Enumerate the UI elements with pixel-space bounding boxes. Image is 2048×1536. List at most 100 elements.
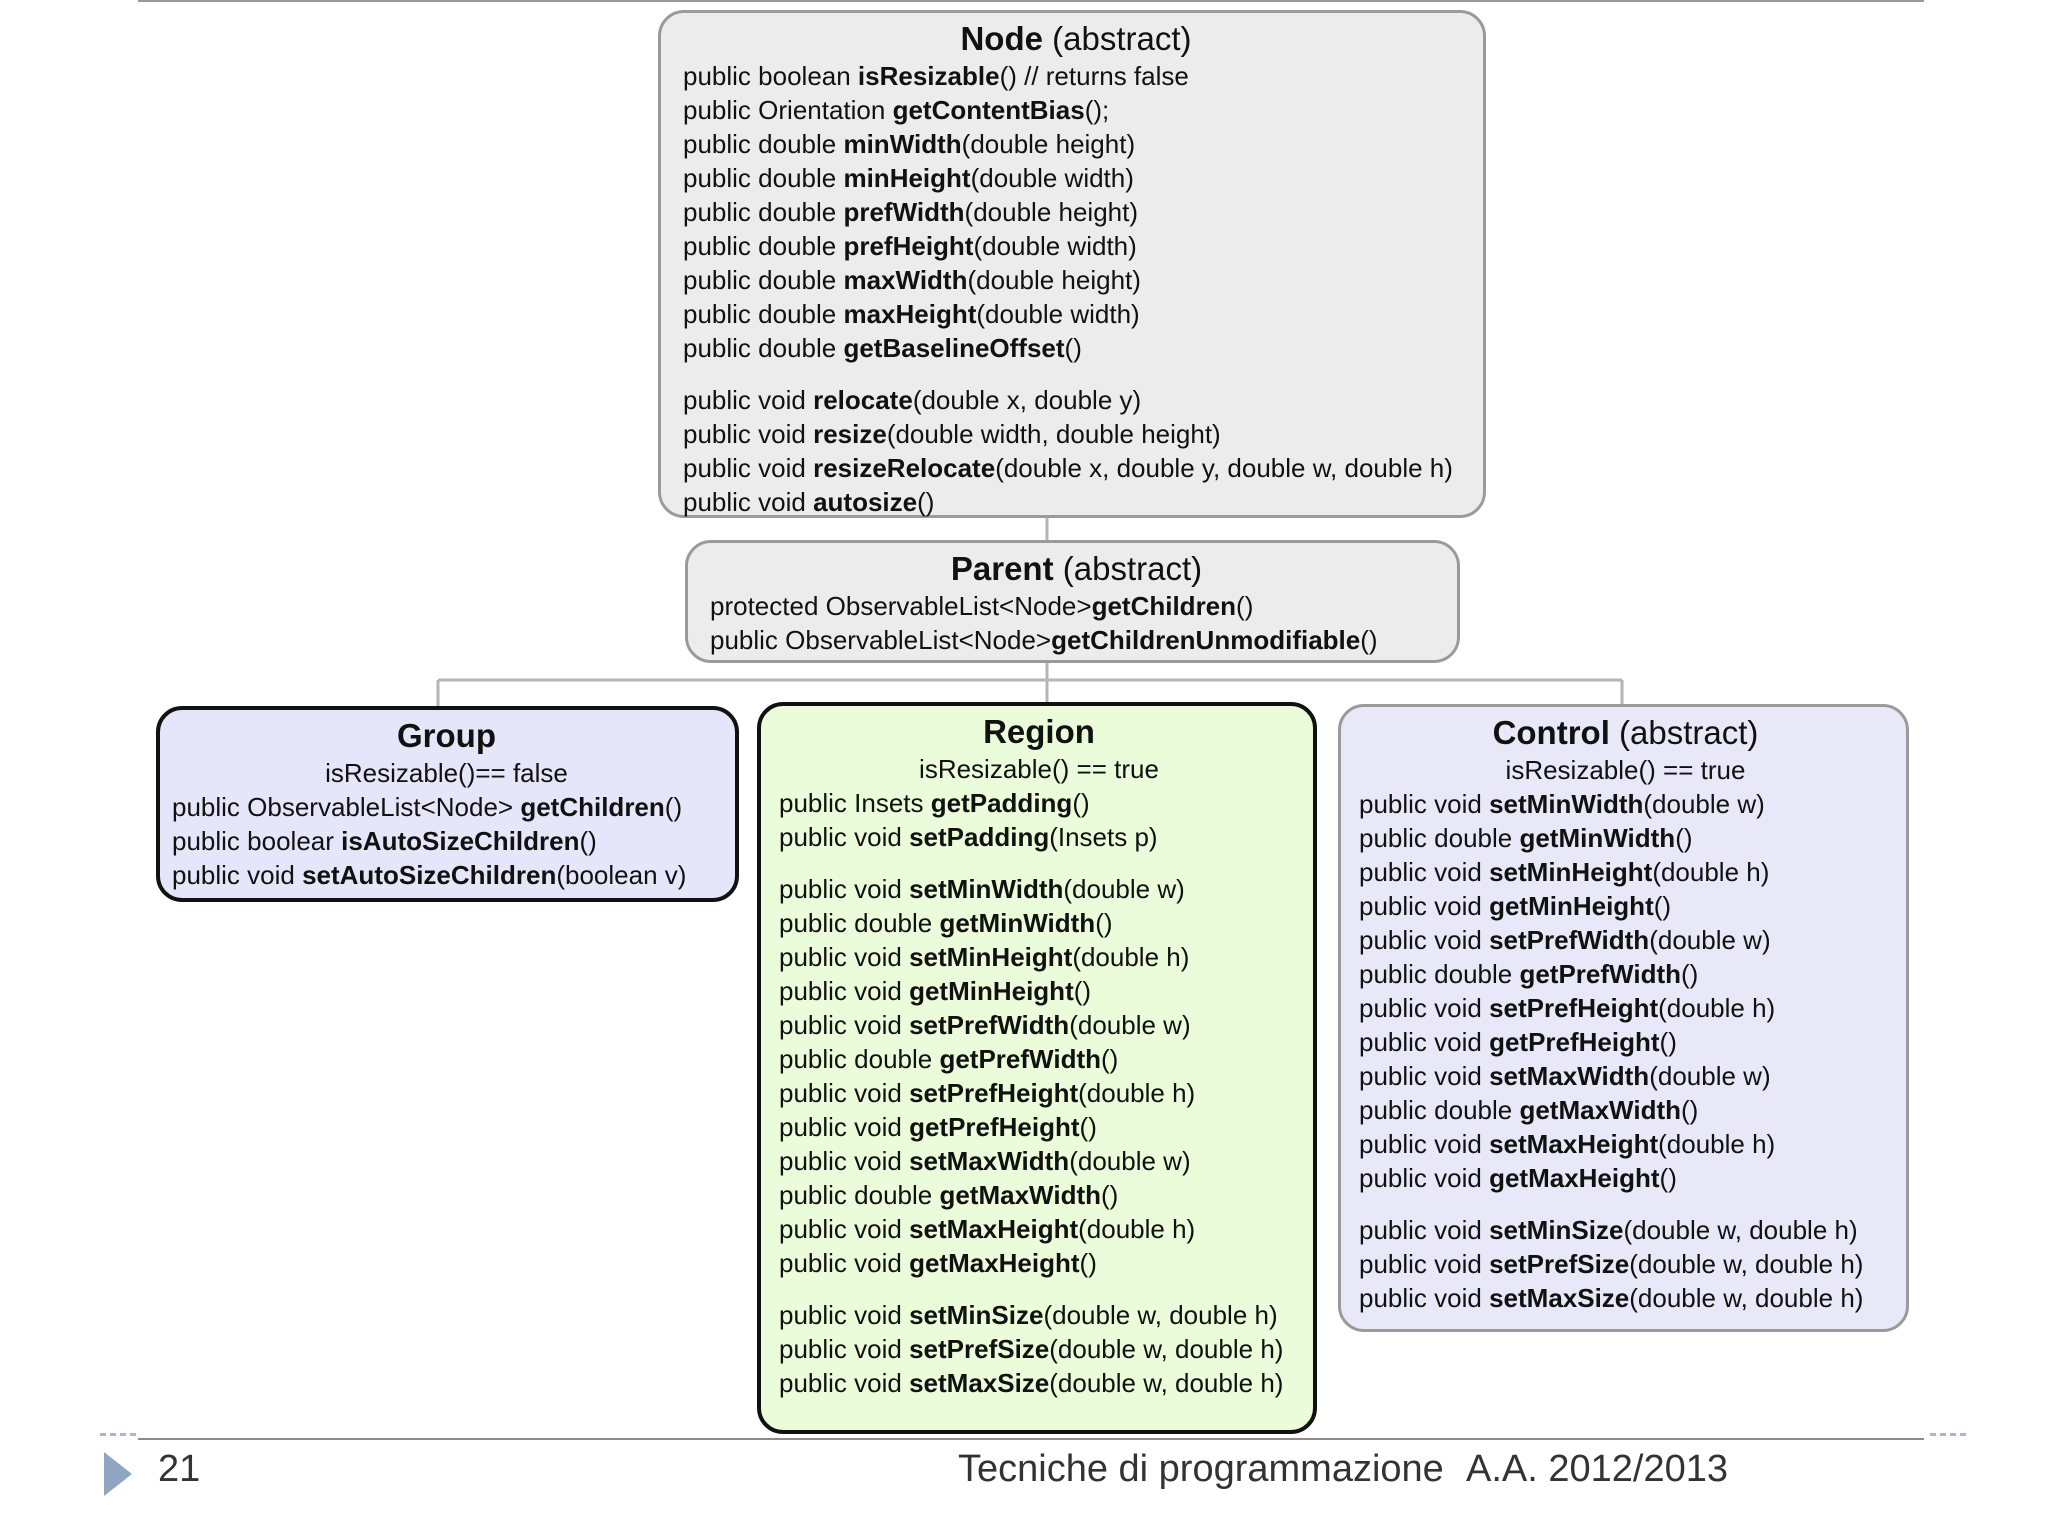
group-gap [1359,1195,1892,1213]
method-name: maxWidth [843,265,968,295]
class-modifier: (abstract) [1052,20,1192,57]
method-name: getMinWidth [1519,823,1676,853]
footer-dash-right [1930,1433,1966,1436]
method-name: getPrefWidth [1519,959,1682,989]
class-box-parent: Parent (abstract)protected ObservableLis… [685,540,1460,663]
method-params: () // returns false [999,61,1189,91]
method-signature: public double minHeight(double width) [683,161,1469,195]
method-params: (boolean v) [556,860,687,890]
method-signature: public void setAutoSizeChildren(boolean … [172,858,721,892]
method-modifiers: public void [172,860,303,890]
method-signature: public void setPadding(Insets p) [779,820,1299,854]
method-signature: public void setPrefSize(double w, double… [779,1332,1299,1366]
method-name: setMaxHeight [1489,1129,1659,1159]
method-name: getMinHeight [909,976,1074,1006]
method-modifiers: public void [1359,1163,1490,1193]
class-name: Parent [950,550,1054,587]
method-params: () [664,792,683,822]
method-name: autosize [813,487,918,517]
method-params: (double width) [976,299,1140,329]
method-signature: public void setMinWidth(double w) [1359,787,1892,821]
method-params: (double h) [1658,993,1776,1023]
method-params: (double h) [1078,1214,1196,1244]
method-params: (double width) [973,231,1137,261]
method-modifiers: public void [779,1368,910,1398]
method-name: setMinWidth [1489,789,1644,819]
method-signature: public void setPrefSize(double w, double… [1359,1247,1892,1281]
method-params: () [1064,333,1082,363]
method-modifiers: public ObservableList<Node> [710,625,1052,655]
method-modifiers: public double [683,129,844,159]
method-params: (double w, double h) [1629,1283,1864,1313]
method-name: getMaxHeight [1489,1163,1660,1193]
method-params: () [1073,976,1092,1006]
method-signature: public void setMaxSize(double w, double … [779,1366,1299,1400]
method-params: (double w) [1063,874,1185,904]
method-signature: public Orientation getContentBias(); [683,93,1469,127]
method-modifiers: public void [1359,1283,1490,1313]
method-name: resizeRelocate [813,453,996,483]
method-modifiers: public void [779,1300,910,1330]
method-signature: public double minWidth(double height) [683,127,1469,161]
class-title: Group [172,716,721,756]
method-modifiers: public ObservableList<Node> [172,792,521,822]
method-params: () [1236,591,1254,621]
method-params: () [1681,1095,1699,1125]
method-params: (double h) [1072,942,1190,972]
footer-rule [138,1438,1924,1440]
method-params: () [917,487,935,517]
method-params: (double w) [1649,925,1771,955]
method-modifiers: public double [683,163,844,193]
method-name: getMinWidth [939,908,1096,938]
method-params: () [1659,1163,1677,1193]
method-signature: public void getPrefHeight() [1359,1025,1892,1059]
method-signature: public double maxWidth(double height) [683,263,1469,297]
method-modifiers: public Insets [779,788,931,818]
class-name: Node [960,20,1043,57]
method-signature: public double getPrefWidth() [1359,957,1892,991]
method-name: setMaxWidth [909,1146,1070,1176]
footer-dash-left [100,1433,136,1436]
method-name: getMaxWidth [1519,1095,1682,1125]
method-name: getPrefWidth [939,1044,1102,1074]
method-signature: public void setMinWidth(double w) [779,872,1299,906]
class-modifier: (abstract) [1062,550,1203,587]
method-signature: public void getPrefHeight() [779,1110,1299,1144]
method-params: () [1675,823,1693,853]
method-name: getPadding [930,788,1073,818]
method-name: resize [813,419,887,449]
method-signature: public void getMaxHeight() [1359,1161,1892,1195]
method-name: getChildren [520,792,665,822]
class-title: Node (abstract) [683,19,1469,59]
method-name: setMinWidth [909,874,1064,904]
method-name: setPrefSize [1489,1249,1630,1279]
method-name: getMinHeight [1489,891,1654,921]
method-signature: public void relocate(double x, double y) [683,383,1469,417]
method-name: minHeight [843,163,971,193]
method-params: (double w, double h) [1049,1334,1284,1364]
method-params: () [1072,788,1090,818]
method-signature: public void setMinSize(double w, double … [779,1298,1299,1332]
class-title: Control (abstract) [1359,713,1892,753]
method-signature: public void resize(double width, double … [683,417,1469,451]
method-modifiers: public double [1359,959,1520,989]
group-gap [779,1280,1299,1298]
method-signature: public void setPrefWidth(double w) [1359,923,1892,957]
method-name: setPrefSize [909,1334,1050,1364]
method-params: () [1095,908,1113,938]
method-name: getPrefHeight [1489,1027,1660,1057]
method-name: setMinSize [1489,1215,1624,1245]
class-title: Region [779,712,1299,752]
method-modifiers: public void [779,1112,910,1142]
method-params: (double h) [1652,857,1770,887]
method-modifiers: public double [683,333,844,363]
method-name: prefWidth [843,197,965,227]
method-name: getChildrenUnmodifiable [1051,625,1361,655]
method-signature: protected ObservableList<Node>getChildre… [710,589,1443,623]
method-modifiers: public double [683,197,844,227]
method-params: () [579,826,597,856]
method-signature: public double prefWidth(double height) [683,195,1469,229]
